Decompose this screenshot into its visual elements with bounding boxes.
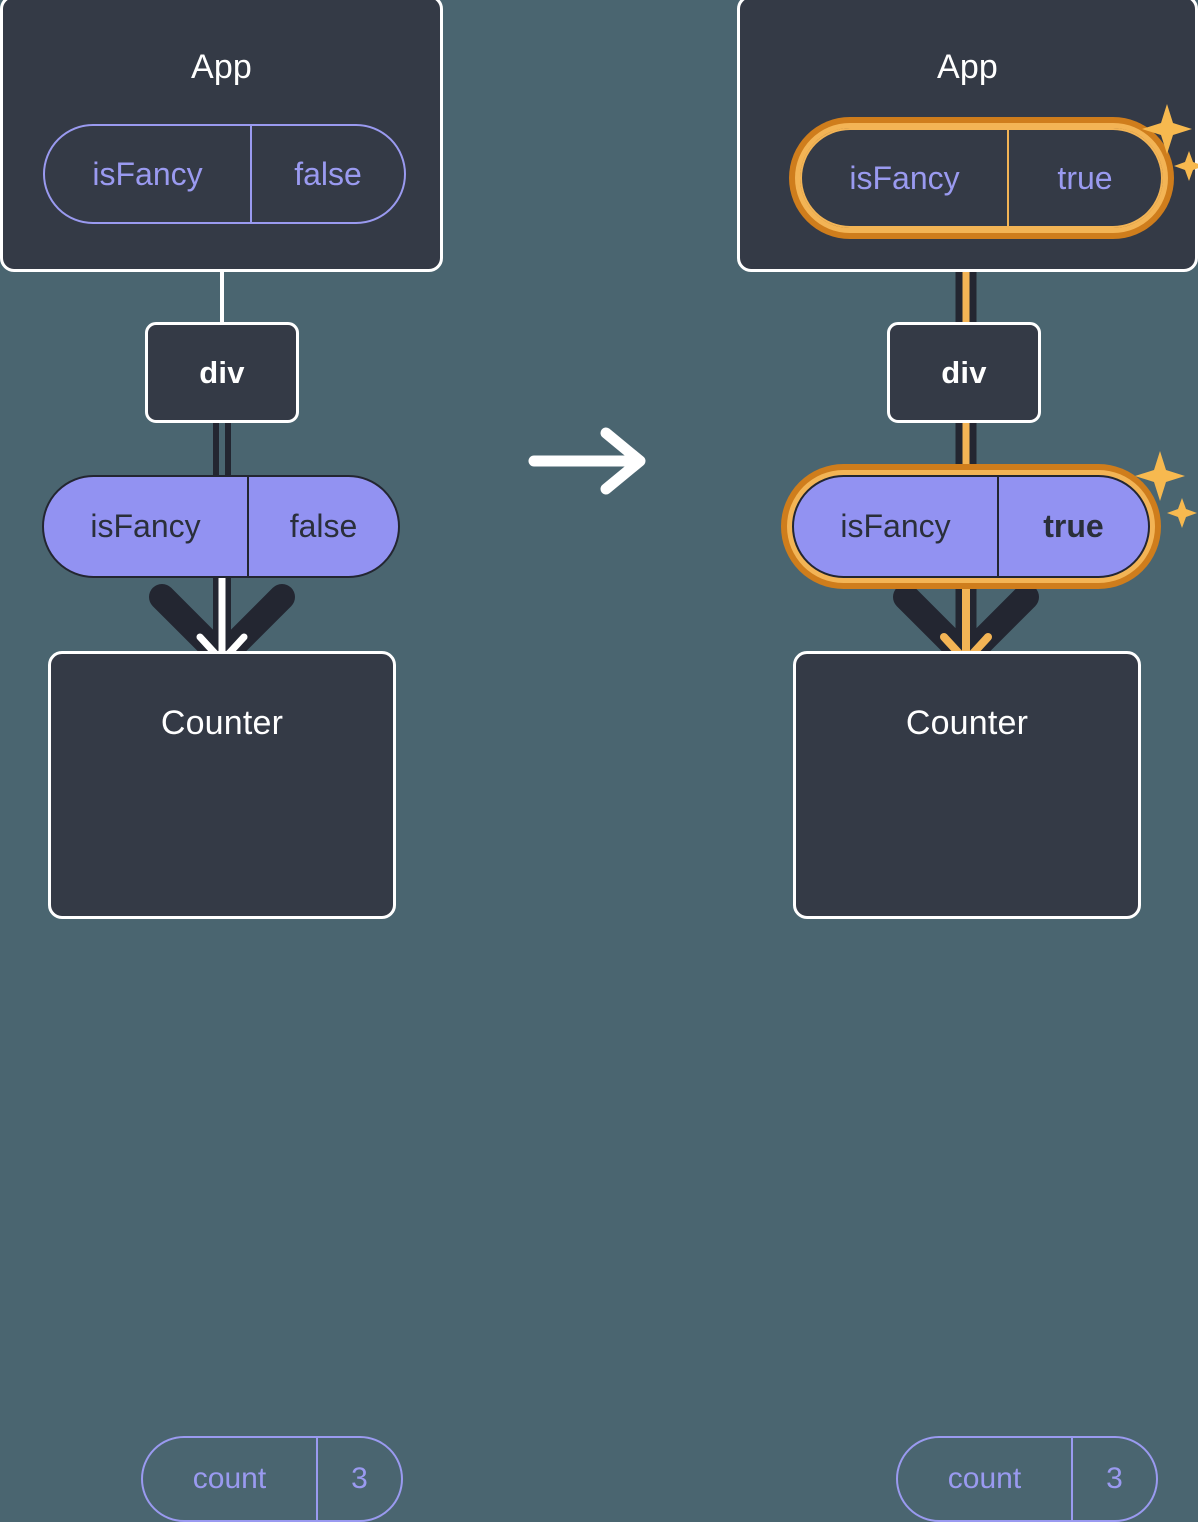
panel-before: App isFancy false div isFancy false Coun… bbox=[0, 0, 450, 1522]
counter-state-value: 3 bbox=[316, 1438, 401, 1520]
prop-value: true bbox=[997, 477, 1148, 576]
arrow-head-dark bbox=[149, 584, 295, 670]
app-state-key: isFancy bbox=[849, 159, 960, 196]
prop-value: false bbox=[247, 477, 398, 576]
counter-state-pill[interactable]: count 3 bbox=[141, 1436, 403, 1522]
counter-title: Counter bbox=[905, 704, 1029, 742]
app-state-key: isFancy bbox=[92, 155, 203, 192]
counter-state-value: 3 bbox=[1071, 1438, 1156, 1520]
counter-component-box[interactable]: Counter count 3 bbox=[48, 651, 403, 1522]
app-title: App bbox=[190, 48, 253, 86]
prop-key: isFancy bbox=[90, 508, 201, 544]
div-title: div bbox=[199, 355, 245, 390]
counter-state-key: count bbox=[947, 1462, 1022, 1495]
app-component-box[interactable]: App isFancy true bbox=[737, 0, 1198, 272]
div-title: div bbox=[941, 355, 987, 390]
app-component-box[interactable]: App isFancy false bbox=[0, 0, 443, 272]
panel-after: App isFancy true div isFancy true bbox=[735, 0, 1198, 1522]
counter-state-pill[interactable]: count 3 bbox=[896, 1436, 1158, 1522]
div-element-box[interactable]: div bbox=[887, 322, 1041, 423]
app-state-pill[interactable]: isFancy true bbox=[800, 128, 1163, 228]
app-state-pill[interactable]: isFancy false bbox=[43, 124, 406, 224]
counter-state-key: count bbox=[192, 1462, 267, 1495]
arrow-right-icon bbox=[528, 427, 646, 495]
counter-title: Counter bbox=[160, 704, 284, 742]
app-state-value: true bbox=[1007, 130, 1161, 226]
div-element-box[interactable]: div bbox=[145, 322, 299, 423]
prop-key: isFancy bbox=[840, 508, 951, 544]
counter-component-box[interactable]: Counter count 3 bbox=[793, 651, 1158, 1522]
arrow-head-dark bbox=[893, 584, 1039, 670]
app-title: App bbox=[936, 48, 999, 86]
app-state-value: false bbox=[250, 126, 404, 222]
prop-pill[interactable]: isFancy false bbox=[42, 475, 400, 578]
prop-pill[interactable]: isFancy true bbox=[792, 475, 1150, 578]
